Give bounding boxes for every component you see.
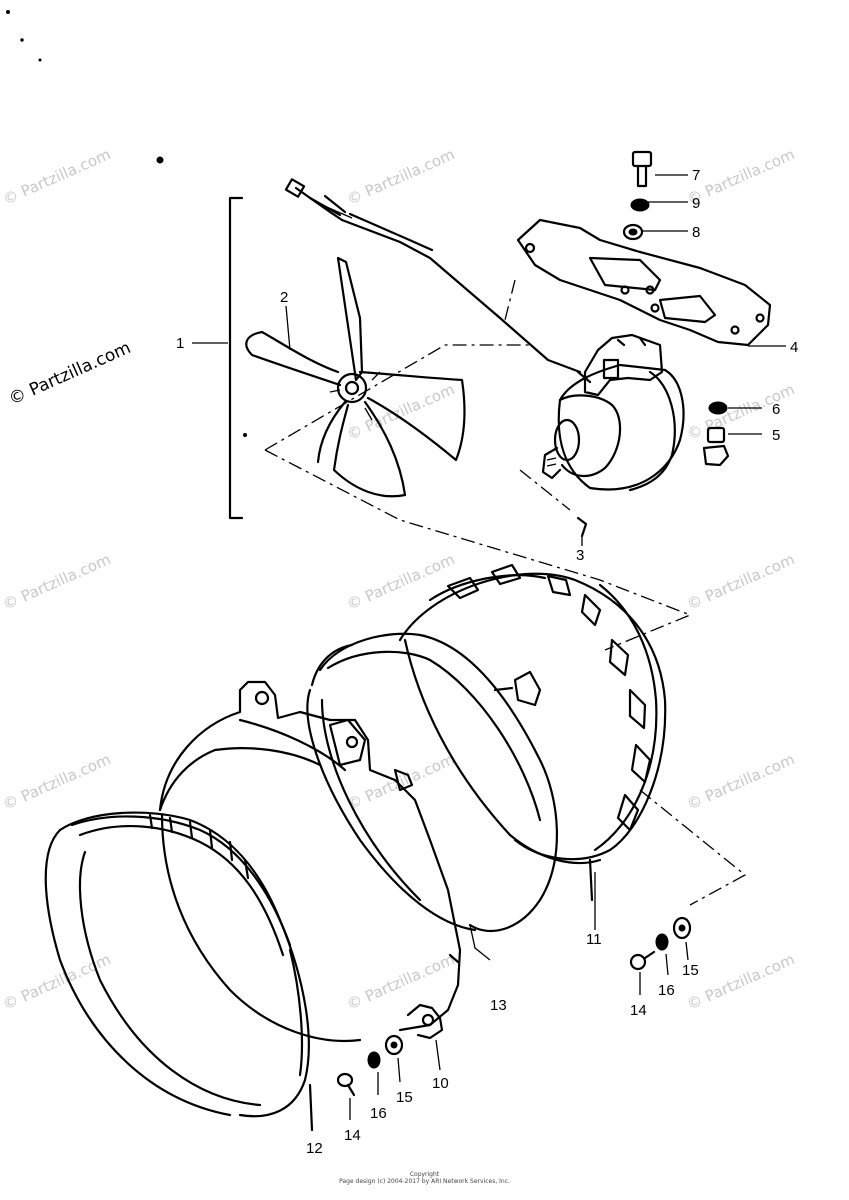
watermark: © Partzilla.com: [684, 145, 797, 209]
watermark: © Partzilla.com: [684, 750, 797, 814]
callout-16: 16: [658, 982, 675, 999]
watermark: © Partzilla.com: [344, 750, 457, 814]
fan-blade: [245, 256, 466, 498]
callout-13: 13: [490, 997, 507, 1014]
headlight-rim: [44, 811, 314, 1132]
callout-15: 15: [682, 962, 699, 979]
hardware-lower-left: [336, 1034, 404, 1120]
watermark: © Partzilla.com: [0, 145, 113, 209]
headlight-lens: [306, 632, 559, 961]
callout-9: 9: [692, 195, 700, 212]
watermarks: © Partzilla.com © Partzilla.com © Partzi…: [0, 145, 797, 1014]
leader-lines: [192, 174, 786, 1071]
copyright-line: Copyright: [409, 1171, 440, 1178]
center-lines: [264, 279, 747, 906]
callout-6: 6: [772, 401, 780, 418]
hardware-upper: [622, 150, 730, 467]
callout-2: 2: [280, 289, 288, 306]
watermark: © Partzilla.com: [0, 950, 113, 1014]
callout-15: 15: [396, 1089, 413, 1106]
callouts: 1 2 3 4 5 6 7 8 9 10 11 12 13 14 15 16 1…: [176, 167, 798, 1157]
callout-1: 1: [176, 335, 184, 352]
copyright-footer: Copyright Page design (c) 2004-2017 by A…: [0, 1171, 849, 1185]
watermark: © Partzilla.com: [344, 380, 457, 444]
scan-specks: [6, 10, 247, 437]
callout-14: 14: [630, 1002, 647, 1019]
watermark: © Partzilla.com: [344, 950, 457, 1014]
callout-8: 8: [692, 224, 700, 241]
callout-10: 10: [432, 1075, 449, 1092]
mounting-bracket: [516, 218, 772, 347]
callout-14: 14: [344, 1127, 361, 1144]
callout-4: 4: [790, 339, 798, 356]
watermark: © Partzilla.com: [344, 145, 457, 209]
callout-5: 5: [772, 427, 780, 444]
callout-12: 12: [306, 1140, 323, 1157]
headlight-housing: [398, 563, 667, 902]
callout-7: 7: [692, 167, 700, 184]
watermark: © Partzilla.com: [0, 550, 113, 614]
fan-motor: [541, 333, 685, 492]
wire-harness: [284, 178, 582, 374]
hardware-lower-right: [629, 916, 692, 995]
callout-11: 11: [586, 931, 602, 948]
watermark: © Partzilla.com: [344, 550, 457, 614]
page-design-line: Page design (c) 2004-2017 by ARI Network…: [339, 1178, 510, 1185]
callout-16: 16: [370, 1105, 387, 1122]
watermark: © Partzilla.com: [6, 338, 134, 410]
callout-3: 3: [576, 547, 584, 564]
watermark: © Partzilla.com: [684, 550, 797, 614]
assembly-bracket: [228, 196, 244, 520]
watermark: © Partzilla.com: [684, 950, 797, 1014]
motor-screw: [576, 516, 588, 538]
watermark: © Partzilla.com: [0, 750, 113, 814]
headlight-case: [158, 680, 462, 1042]
